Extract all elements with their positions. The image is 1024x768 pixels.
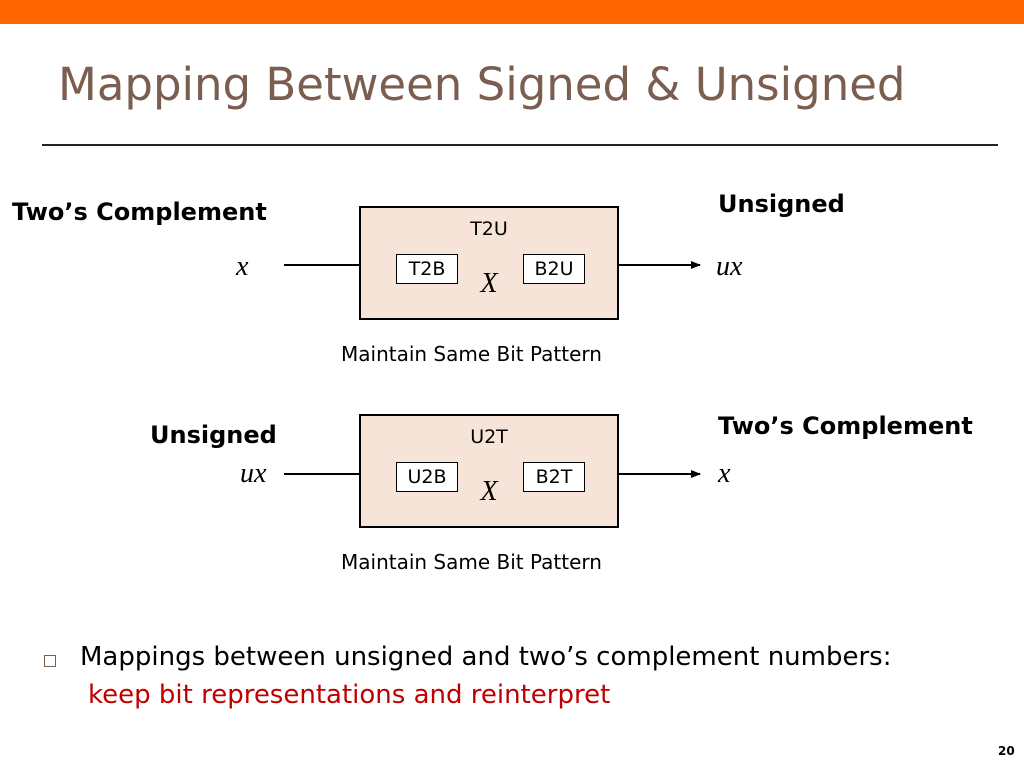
d2-right-label: Two’s Complement [718, 412, 973, 440]
d2-cross-var: X [480, 476, 498, 507]
slide-title: Mapping Between Signed & Unsigned [58, 58, 906, 111]
page-number: 20 [998, 744, 1015, 758]
bullet-highlight-text: keep bit representations and reinterpret [88, 680, 611, 710]
bullet-text: Mappings between unsigned and two’s comp… [80, 642, 892, 672]
d1-caption: Maintain Same Bit Pattern [341, 342, 602, 366]
d2-mapping-box: U2T U2B B2T X [359, 414, 619, 528]
d1-mapping-box: T2U T2B B2U X [359, 206, 619, 320]
d2-left-label: Unsigned [150, 421, 277, 449]
d2-input-var: ux [240, 458, 267, 489]
d2-inner-left: U2B [396, 462, 458, 492]
d1-left-label: Two’s Complement [12, 198, 267, 226]
square-bullet-icon [44, 655, 56, 667]
d1-box-title: T2U [470, 218, 508, 240]
d1-output-var: ux [716, 251, 743, 282]
title-divider [42, 144, 998, 146]
d2-inner-right: B2T [523, 462, 585, 492]
d2-output-var: x [718, 458, 731, 489]
d1-inner-right: B2U [523, 254, 585, 284]
d1-right-label: Unsigned [718, 190, 845, 218]
d2-box-title: U2T [470, 426, 508, 448]
d1-cross-var: X [480, 268, 498, 299]
d1-input-var: x [236, 251, 249, 282]
d1-inner-left: T2B [396, 254, 458, 284]
d2-caption: Maintain Same Bit Pattern [341, 550, 602, 574]
top-accent-bar [0, 0, 1024, 24]
